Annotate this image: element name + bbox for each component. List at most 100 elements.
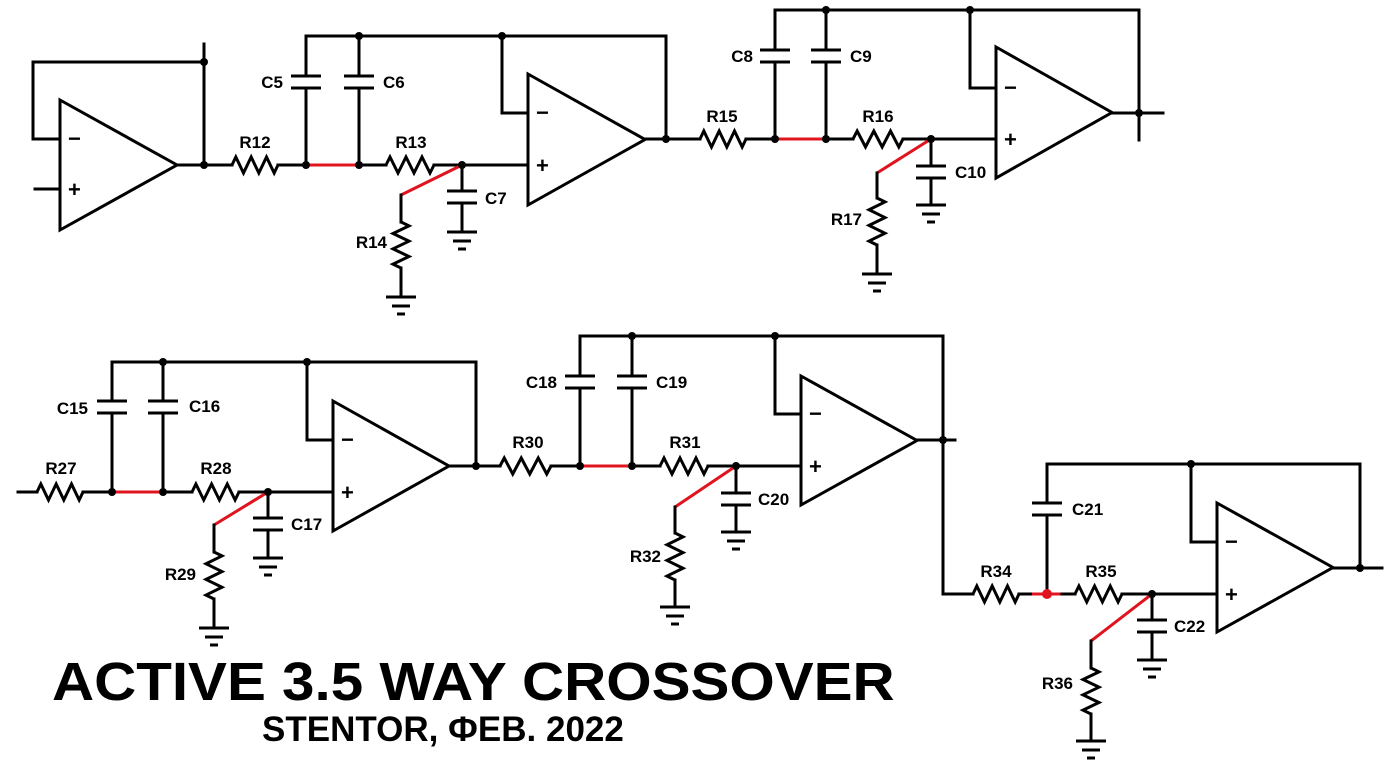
resistor-r35 — [1073, 582, 1124, 606]
label-r28: R28 — [200, 459, 231, 478]
resistor-r12 — [230, 153, 280, 177]
opamp-minus-sign: − — [1225, 529, 1238, 554]
wire — [941, 438, 975, 596]
wire — [110, 360, 478, 468]
junction-dot — [939, 436, 947, 444]
opamp-triangle — [526, 71, 649, 208]
resistor-r28 — [190, 480, 241, 504]
junction-dot-highlight — [1042, 589, 1052, 599]
wires — [16, 8, 1384, 743]
opamp-minus-sign: − — [809, 401, 822, 426]
opamp-plus-sign: + — [536, 153, 549, 178]
ground-icon — [386, 295, 416, 316]
junction-dot — [355, 161, 363, 169]
label-c17: C17 — [291, 515, 322, 534]
junction-dot — [628, 462, 636, 470]
opamp-u3: −+ — [994, 44, 1116, 181]
opamp-plus-sign: + — [68, 177, 81, 202]
opamp-u2: −+ — [526, 71, 649, 208]
wire — [968, 8, 998, 90]
junction-dot — [628, 332, 636, 340]
wire — [773, 8, 1141, 125]
capacitor-c19 — [617, 374, 647, 390]
resistor-r34 — [971, 582, 1021, 606]
junction-dot — [771, 332, 779, 340]
junction-dot — [200, 58, 208, 66]
junction-dot — [458, 161, 466, 169]
junction-dot — [966, 6, 974, 14]
wire — [31, 60, 206, 141]
ground-icon — [721, 530, 751, 551]
junction-dot — [732, 462, 740, 470]
resistor-r16 — [851, 127, 905, 151]
label-c16: C16 — [189, 397, 220, 416]
capacitor-c5 — [291, 74, 321, 90]
opamp-triangle — [994, 44, 1116, 181]
wire — [1045, 462, 1362, 570]
label-c20: C20 — [758, 490, 789, 509]
resistor-r14 — [389, 220, 413, 270]
ground-icon — [660, 605, 690, 626]
schematic-title: ACTIVE 3.5 WAY CROSSOVER — [52, 652, 895, 712]
junction-dot — [159, 488, 167, 496]
junction-dot — [1148, 590, 1156, 598]
components — [35, 48, 1167, 760]
label-c8: C8 — [731, 47, 753, 66]
capacitor-c22 — [1137, 618, 1167, 634]
junction-dot — [303, 358, 311, 366]
opamps: −+−+−+−+−+−+ — [58, 44, 1337, 635]
wire — [578, 334, 945, 442]
resistor-r29 — [202, 550, 226, 601]
junction-dot — [662, 135, 670, 143]
label-r32: R32 — [630, 547, 661, 566]
junction-dot — [822, 6, 830, 14]
opamp-u1: −+ — [58, 97, 181, 233]
highlight-wire — [213, 490, 269, 527]
label-r14: R14 — [356, 233, 388, 252]
highlight-wire — [674, 464, 737, 509]
highlight-wire — [400, 163, 463, 197]
opamp-plus-sign: + — [1004, 127, 1017, 152]
label-r31: R31 — [669, 433, 700, 452]
junction-dot — [771, 135, 779, 143]
opamp-u6: −+ — [1215, 500, 1337, 635]
opamp-triangle — [331, 398, 453, 534]
label-c19: C19 — [656, 373, 687, 392]
ground-icon — [253, 556, 283, 577]
resistor-r13 — [384, 153, 436, 177]
capacitor-c6 — [344, 74, 374, 90]
capacitor-c9 — [811, 48, 841, 64]
capacitor-c17 — [253, 516, 283, 532]
label-r34: R34 — [980, 562, 1012, 581]
label-c22: C22 — [1174, 617, 1205, 636]
opamp-plus-sign: + — [1225, 582, 1238, 607]
resistor-r30 — [498, 454, 553, 478]
junction-dot — [355, 32, 363, 40]
label-c5: C5 — [261, 73, 283, 92]
ground-icon — [1076, 739, 1106, 760]
opamp-minus-sign: − — [536, 100, 549, 125]
resistor-r31 — [658, 454, 710, 478]
capacitor-c15 — [97, 399, 127, 415]
wire — [773, 334, 803, 416]
junction-dot — [1356, 564, 1364, 572]
label-r15: R15 — [706, 107, 737, 126]
capacitor-c10 — [916, 164, 946, 180]
capacitor-c7 — [447, 189, 477, 205]
resistor-r17 — [865, 196, 889, 247]
opamp-triangle — [58, 97, 181, 233]
capacitor-c16 — [148, 399, 178, 415]
opamp-plus-sign: + — [341, 480, 354, 505]
opamp-u4: −+ — [331, 398, 453, 534]
junction-dot — [498, 32, 506, 40]
opamp-triangle — [1215, 500, 1337, 635]
junction-dot — [159, 358, 167, 366]
resistor-r36 — [1079, 666, 1103, 716]
junction-dot — [927, 135, 935, 143]
wire — [304, 34, 668, 141]
label-r17: R17 — [831, 210, 862, 229]
junction-dot — [576, 462, 584, 470]
junction-dot — [200, 161, 208, 169]
ground-icon — [447, 230, 477, 251]
